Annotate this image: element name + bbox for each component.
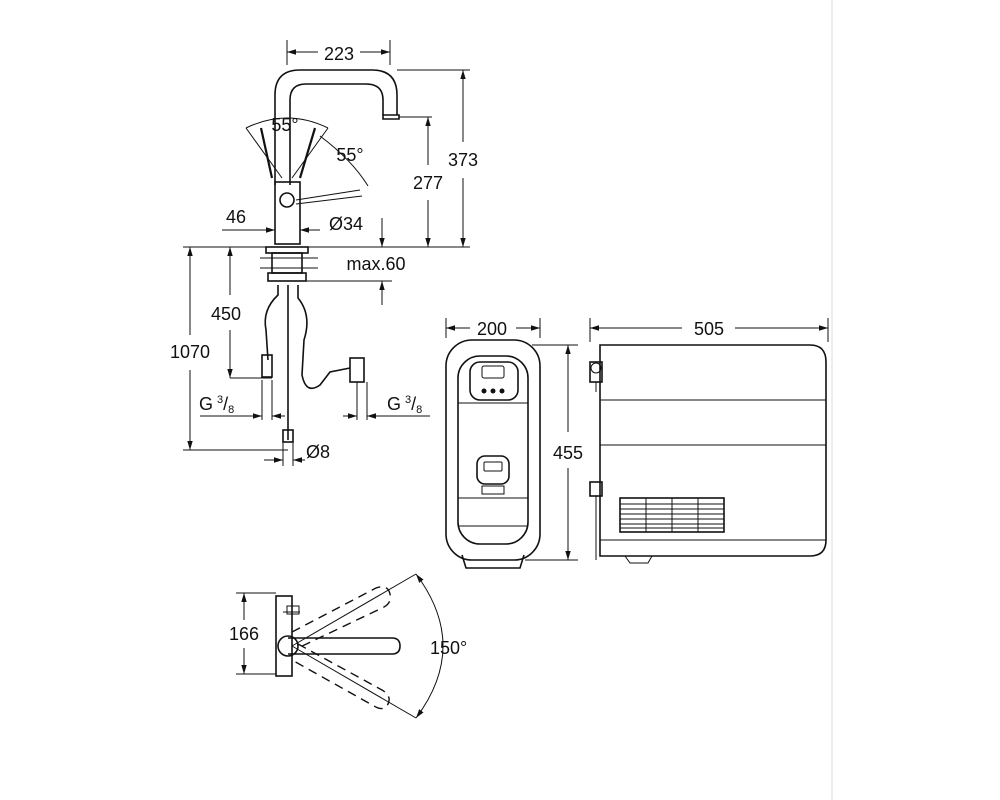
thread-left-sep: / xyxy=(223,394,228,414)
faucet-side-view xyxy=(259,69,400,443)
dim-pipe-diameter: Ø8 xyxy=(306,442,330,462)
boiler-depth-dimension: 505 xyxy=(589,318,829,342)
thread-right-den: 8 xyxy=(416,404,422,416)
dim-top-view-166: 166 xyxy=(229,624,259,644)
thread-left-g: G xyxy=(199,394,213,414)
dim-max-deck: max.60 xyxy=(346,254,405,274)
thread-right-g: G xyxy=(387,394,401,414)
top-view-dimensions: 166 150° xyxy=(229,592,467,675)
dim-hose-450: 450 xyxy=(211,304,241,324)
dim-total-height: 373 xyxy=(448,150,478,170)
dim-boiler-height: 455 xyxy=(553,443,583,463)
faucet-top-view xyxy=(275,573,444,719)
dim-hose-1070: 1070 xyxy=(170,342,210,362)
vent-grille xyxy=(619,497,725,533)
dim-offset: 46 xyxy=(226,207,246,227)
boiler-side-view xyxy=(589,344,827,564)
dim-spout-reach: 223 xyxy=(324,44,354,64)
dim-boiler-width: 200 xyxy=(477,319,507,339)
thread-left-num: 3 xyxy=(217,394,223,406)
dim-swivel-angle: 150° xyxy=(430,638,467,658)
dim-body-diameter: Ø34 xyxy=(329,214,363,234)
boiler-dimensions: 200 455 xyxy=(445,318,583,561)
thread-right-sep: / xyxy=(411,394,416,414)
thread-right-num: 3 xyxy=(405,394,411,406)
thread-left-den: 8 xyxy=(228,404,234,416)
boiler-front-view xyxy=(445,339,541,569)
dim-spout-height: 277 xyxy=(413,173,443,193)
dim-lever-angle-2: 55° xyxy=(336,145,363,165)
dim-lever-angle-1: 55° xyxy=(271,115,298,135)
dim-boiler-depth: 505 xyxy=(694,319,724,339)
faucet-dimensions: 223 373 277 55° 55° 46 Ø34 max.60 xyxy=(170,40,478,466)
